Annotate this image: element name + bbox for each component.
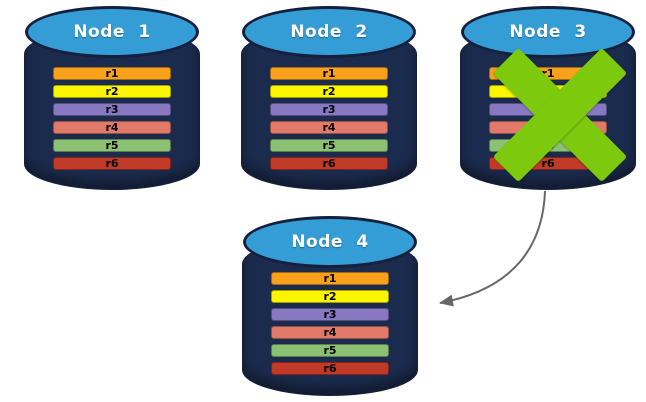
node-3-title: Node 3 [509,22,587,42]
node-4: Node 4 r1 r2 r3 r4 r5 r6 [242,216,418,396]
replica-bar: r5 [271,344,389,357]
replica-label: r4 [105,121,119,134]
replica-label: r5 [105,139,119,152]
node-4-cylinder-top: Node 4 [243,216,417,268]
replica-label: r1 [105,67,119,80]
replica-bar: r6 [270,157,388,170]
replica-label: r6 [541,157,555,170]
arrow-path [439,190,546,307]
replica-bar: r1 [270,67,388,80]
replica-bar: r5 [53,139,171,152]
replica-bar: r2 [53,85,171,98]
node-3-cylinder-top: Node 3 [461,6,635,58]
replica-label: r2 [322,85,336,98]
replica-bar: r3 [270,103,388,116]
node-4-replica-list: r1 r2 r3 r4 r5 r6 [271,272,389,380]
replica-bar: r1 [271,272,389,285]
replica-bar: r5 [270,139,388,152]
replica-bar: r2 [271,290,389,303]
replica-bar: r6 [53,157,171,170]
replica-label: r5 [323,344,337,357]
replica-label: r4 [322,121,336,134]
node-1-title: Node 1 [73,22,151,42]
node-4-title: Node 4 [291,232,369,252]
node-2: Node 2 r1 r2 r3 r4 r5 r6 [241,6,417,190]
replica-label: r1 [323,272,337,285]
replica-label: r5 [322,139,336,152]
replica-bar: r4 [270,121,388,134]
replica-label: r6 [105,157,119,170]
node-1: Node 1 r1 r2 r3 r4 r5 r6 [24,6,200,190]
node-2-cylinder-top: Node 2 [242,6,416,58]
node-1-cylinder-top: Node 1 [25,6,199,58]
replica-label: r1 [322,67,336,80]
node-1-replica-list: r1 r2 r3 r4 r5 r6 [53,67,171,175]
replica-label: r6 [323,362,337,375]
node-2-title: Node 2 [290,22,368,42]
node-2-replica-list: r1 r2 r3 r4 r5 r6 [270,67,388,175]
replica-label: r3 [322,103,336,116]
replica-bar: r2 [270,85,388,98]
replica-bar: r4 [53,121,171,134]
replica-bar: r3 [53,103,171,116]
replica-label: r3 [323,308,337,321]
replica-bar: r6 [271,362,389,375]
replica-label: r6 [322,157,336,170]
replica-bar: r1 [53,67,171,80]
failure-x-icon [478,47,642,183]
replica-label: r3 [105,103,119,116]
replica-label: r1 [541,67,555,80]
node-3: Node 3 r1 r2 r3 r4 r5 r6 [460,6,636,190]
replica-label: r2 [323,290,337,303]
replica-bar: r4 [271,326,389,339]
replica-label: r2 [105,85,119,98]
replica-label: r4 [323,326,337,339]
replica-bar: r3 [271,308,389,321]
